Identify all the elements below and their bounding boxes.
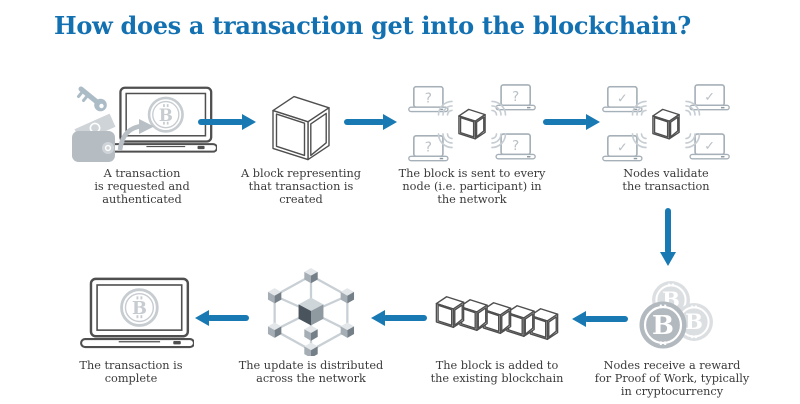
curved-arrow-icon xyxy=(117,119,154,151)
question-glyph: ? xyxy=(512,138,519,154)
question-glyph: ? xyxy=(425,140,432,156)
question-glyph: ? xyxy=(425,91,432,107)
step-caption: Nodes receive a reward for Proof of Work… xyxy=(594,359,750,398)
page-title: How does a transaction get into the bloc… xyxy=(54,11,691,40)
key-icon xyxy=(77,86,107,112)
step-block-created: A block representing that transaction is… xyxy=(206,84,396,207)
flow-arrow-right-2 xyxy=(344,114,397,130)
step-mining-reward: B B B Nodes receive a reward fo xyxy=(577,268,767,399)
question-glyph: ? xyxy=(512,89,519,105)
block-broadcast-icon: ? ? ? ? xyxy=(407,84,537,162)
coin-icon: B xyxy=(639,301,686,349)
wallet-icon xyxy=(72,131,115,162)
step-caption: A block representing that transaction is… xyxy=(241,167,361,206)
step-block-broadcast: ? ? ? ? The block is sent to every node … xyxy=(377,84,567,207)
step-caption: Nodes validate the transaction xyxy=(622,167,710,193)
flow-arrow-left-3 xyxy=(195,310,249,326)
step-caption: The update is distributed across the net… xyxy=(238,359,384,385)
check-glyph: ✓ xyxy=(704,138,715,153)
transaction-request-icon xyxy=(72,86,217,162)
nodes-validate-icon: ✓ ✓ ✓ ✓ xyxy=(601,84,731,162)
flow-arrow-right-1 xyxy=(198,114,256,130)
step-transaction-requested: A transaction is requested and authentic… xyxy=(47,84,237,207)
step-caption: The transaction is complete xyxy=(79,359,183,385)
check-glyph: ✓ xyxy=(617,91,628,106)
block-created-icon xyxy=(272,96,330,161)
flow-arrow-left-2 xyxy=(371,310,427,326)
block-added-icon xyxy=(436,296,558,340)
bitcoin-glyph: B xyxy=(685,309,703,334)
step-nodes-validate: ✓ ✓ ✓ ✓ Nodes validate the transaction xyxy=(571,84,761,194)
step-block-added: The block is added to the existing block… xyxy=(402,268,592,386)
center-node-cube xyxy=(298,297,324,326)
bitcoin-glyph: B xyxy=(652,311,674,341)
check-glyph: ✓ xyxy=(704,89,715,104)
step-transaction-complete: The transaction is complete xyxy=(36,268,226,386)
step-caption: A transaction is requested and authentic… xyxy=(94,167,190,206)
mining-reward-icon: B B B xyxy=(639,281,713,349)
flow-arrow-left-1 xyxy=(572,311,628,327)
flow-arrow-down xyxy=(659,208,677,266)
step-caption: The block is added to the existing block… xyxy=(430,359,564,385)
network-update-icon xyxy=(267,268,355,356)
check-glyph: ✓ xyxy=(617,140,628,155)
step-caption: The block is sent to every node (i.e. pa… xyxy=(398,167,546,206)
step-network-update: The update is distributed across the net… xyxy=(216,268,406,386)
flow-arrow-right-3 xyxy=(543,114,600,130)
transaction-complete-icon xyxy=(79,277,194,349)
